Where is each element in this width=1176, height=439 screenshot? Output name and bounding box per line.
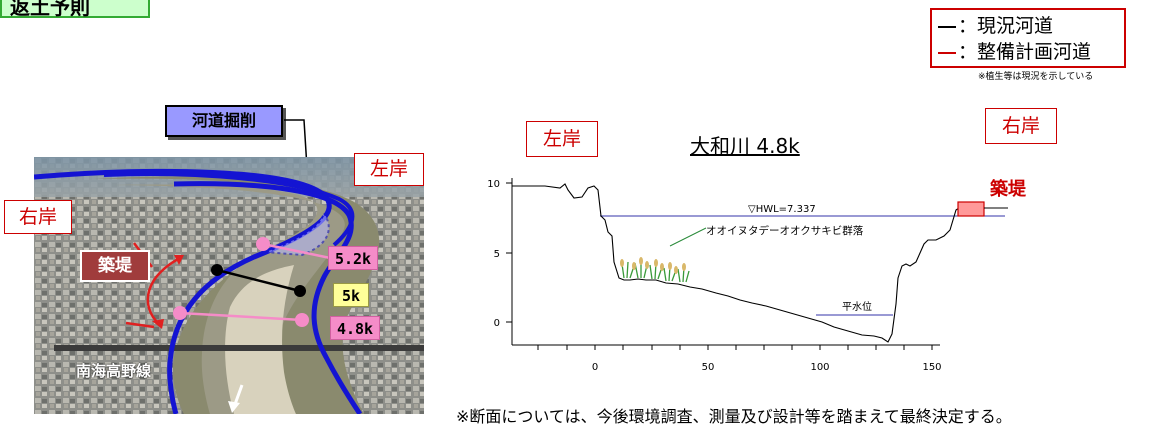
photo-right-bank-label: 右岸 <box>4 200 72 234</box>
railway-label: 南海高野線 <box>76 362 152 380</box>
x-tick-label: 0 <box>592 362 598 373</box>
photo-left-bank-label: 左岸 <box>354 153 424 186</box>
x-tick-label: 50 <box>702 362 715 373</box>
section-left-bank-label: 左岸 <box>526 121 598 157</box>
vegetation-label: オオイヌタデーオオクサキビ群落 <box>706 224 864 237</box>
km-label-5: 5k <box>333 283 369 307</box>
section-tag: 返土予則 <box>0 0 150 19</box>
legend-row-plan: ：整備計画河道 <box>938 39 1091 65</box>
vegetation-leader <box>669 227 707 247</box>
y-tick-label: 10 <box>487 179 500 190</box>
water-level-label: 平水位 <box>842 300 872 313</box>
section-right-bank-label: 右岸 <box>985 108 1057 144</box>
x-tick-label: 100 <box>810 362 829 373</box>
hwl-label: ▽HWL=7.337 <box>748 204 816 215</box>
excavation-label: 河道掘削 <box>165 105 283 137</box>
km-label-4-8: 4.8k <box>330 316 380 340</box>
aerial-photo-graphic <box>34 157 424 414</box>
legend-note: ※植生等は現況を示している <box>978 72 1094 82</box>
vegetation-plants <box>620 257 690 283</box>
legend-row-current: ：現況河道 <box>938 13 1053 39</box>
levee-shape <box>957 201 985 217</box>
x-tick-label: 150 <box>922 362 941 373</box>
legend-black-line-icon <box>938 25 956 28</box>
legend-box: ：現況河道 ：整備計画河道 <box>930 8 1126 68</box>
y-tick-label: 0 <box>494 318 500 329</box>
aerial-photo <box>34 157 424 414</box>
section-levee-label: 築堤 <box>990 179 1026 200</box>
footnote: ※断面については、今後環境調査、測量及び設計等を踏まえて最終決定する。 <box>456 407 1012 426</box>
photo-levee-label: 築堤 <box>80 250 150 282</box>
y-tick-label: 5 <box>494 249 500 260</box>
legend-red-line-icon <box>938 51 956 54</box>
cross-section-title: 大和川 4.8k <box>690 134 800 158</box>
cross-section-chart: 10 5 0 0 50 100 150 ▽HWL=7.337 平水位 オオイヌタ… <box>487 178 1008 373</box>
terrain-profile <box>512 183 963 343</box>
km-label-5-2: 5.2k <box>328 246 378 270</box>
